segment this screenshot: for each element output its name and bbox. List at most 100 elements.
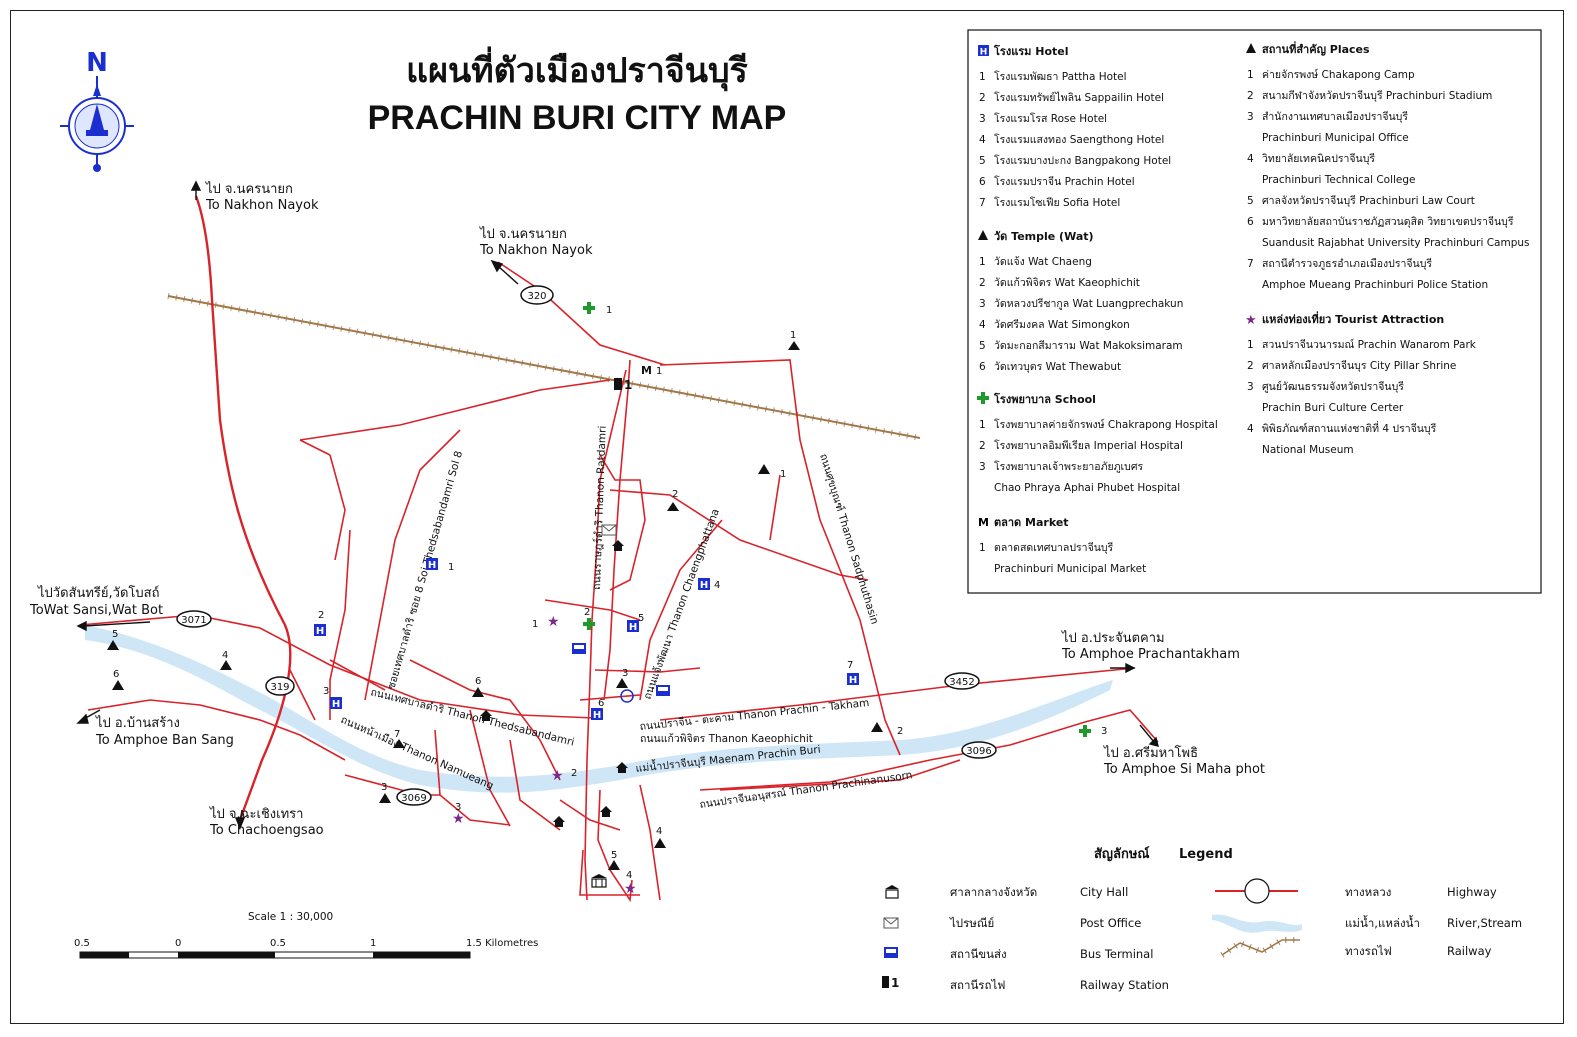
index-cross-icon [977, 392, 989, 404]
dest-nakhon-nayok-1-en: To Nakhon Nayok [205, 198, 319, 213]
svg-text:3096: 3096 [966, 746, 991, 757]
hotel-icon: H [330, 697, 342, 710]
index-item-number: 1 [979, 419, 986, 431]
compass-emblem: N [60, 48, 134, 172]
hotel-icon: H [591, 708, 603, 721]
index-item-text: โรงพยาบาลอิมพีเรียล Imperial Hospital [994, 439, 1183, 452]
index-item-text: National Museum [1262, 444, 1354, 456]
index-item-text: ศาลหลักเมืองปราจีนบุร City Pillar Shrine [1262, 359, 1456, 372]
index-item-text: โรงแรมแสงทอง Saengthong Hotel [994, 133, 1164, 146]
svg-text:ทางรถไฟ: ทางรถไฟ [1345, 944, 1392, 958]
river [85, 625, 1113, 793]
index-item-text: ค่ายจักรพงษ์ Chakapong Camp [1262, 68, 1415, 81]
index-market-icon: M [978, 516, 989, 529]
attraction-star-icon: ★ [551, 768, 564, 784]
index-item-number: 3 [979, 113, 986, 125]
attraction-star-icon: ★ [547, 614, 560, 630]
index-item-text: โรงแรมโซเฟีย Sofia Hotel [994, 196, 1120, 209]
svg-text:3: 3 [323, 686, 329, 697]
index-item-text: มหาวิทยาลัยสถาบันราชภัฏสวนดุสิต วิทยาเขต… [1262, 215, 1514, 228]
highway-320 [497, 261, 666, 366]
svg-text:1.5 Kilometres: 1.5 Kilometres [466, 938, 538, 949]
svg-text:ไปรษณีย์: ไปรษณีย์ [949, 916, 994, 930]
north-label: N [86, 48, 108, 78]
index-item-text: วัดมะกอกสีมาราม Wat Makoksimaram [994, 339, 1183, 352]
route-3096-shield: 3096 [961, 741, 997, 759]
index-item-text: Suandusit Rajabhat University Prachinbur… [1262, 237, 1530, 249]
svg-text:สัญลักษณ์: สัญลักษณ์ [1094, 846, 1149, 862]
place-icon [871, 722, 883, 732]
map-title: แผนที่ตัวเมืองปราจีนบุรี PRACHIN BURI CI… [368, 46, 787, 137]
temple-icon [220, 660, 232, 670]
highway-3096 [699, 709, 1159, 791]
dest-chachoengsao-thai: ไป จ.ฉะเชิงเทรา [209, 806, 303, 822]
svg-text:1: 1 [370, 938, 376, 949]
title-english: PRACHIN BURI CITY MAP [368, 99, 787, 137]
index-item-text: ศูนย์วัฒนธรรมจังหวัดปราจีนบุรี [1262, 380, 1404, 393]
route-3071-shield: 3071 [176, 610, 212, 628]
svg-text:Highway: Highway [1447, 885, 1497, 899]
bus-terminal-icon [572, 643, 586, 654]
dest-wat-sansi-thai: ไปวัดสันทรีย์,วัดโบสถ์ [37, 585, 159, 601]
svg-text:สถานีรถไฟ: สถานีรถไฟ [950, 978, 1005, 992]
index-item-text: Prachinburi Technical College [1262, 174, 1416, 186]
index-section-header: แหล่งท่องเที่ยว Tourist Attraction [1262, 311, 1444, 326]
index-item-number: 3 [979, 298, 986, 310]
index-item-text: วัดแจ้ง Wat Chaeng [994, 256, 1092, 268]
index-item-number: 7 [1247, 258, 1254, 270]
index-item-text: สถานีตำรวจภูธรอำเภอเมืองปราจีนบุรี [1262, 257, 1432, 270]
attraction-star-icon: ★ [452, 811, 465, 827]
svg-text:319: 319 [270, 682, 289, 693]
road-label-ratdamri: ถนนราษฎร์ดำริ Thanon Ratdamri [590, 425, 609, 590]
svg-text:6: 6 [598, 698, 604, 709]
index-item-text: Prachin Buri Culture Certer [1262, 402, 1404, 414]
hotel-icon: H [314, 624, 326, 637]
railway-line [167, 293, 921, 441]
svg-text:0.5: 0.5 [270, 938, 286, 949]
index-item-number: 5 [1247, 195, 1254, 207]
svg-text:1: 1 [532, 619, 538, 630]
svg-text:River,Stream: River,Stream [1447, 916, 1522, 930]
index-item-text: วัดเทวบุตร Wat Thewabut [994, 361, 1121, 373]
svg-text:แม่น้ำ,แหล่งน้ำ: แม่น้ำ,แหล่งน้ำ [1345, 915, 1420, 930]
highway-319 [194, 195, 292, 821]
svg-text:Legend: Legend [1179, 847, 1233, 862]
marker-numbers: 1 1 1 1 2 1 4 1 2 5 2 5 4 6 6 3 3 6 7 2 … [112, 305, 1107, 881]
place-icon [472, 687, 484, 697]
legend-post-office-icon [883, 917, 899, 929]
index-item-number: 1 [1247, 339, 1254, 351]
place-icon [788, 341, 800, 350]
index-section-header: วัด Temple (Wat) [994, 230, 1094, 243]
index-item-number: 3 [979, 461, 986, 473]
index-item-text: สำนักงานเทศบาลเมืองปราจีนบุรี [1262, 110, 1408, 123]
svg-text:2: 2 [584, 607, 590, 618]
legend-city-hall-icon [885, 885, 899, 899]
index-item-text: Chao Phraya Aphai Phubet Hospital [994, 482, 1180, 494]
index-item-number: 2 [979, 277, 986, 289]
svg-text:3: 3 [455, 802, 461, 813]
svg-text:6: 6 [113, 669, 119, 680]
index-item-number: 6 [979, 361, 986, 373]
building-icon [480, 540, 628, 827]
svg-text:2: 2 [672, 489, 678, 500]
dest-ban-sang-thai: ไป อ.บ้านสร้าง [95, 715, 180, 731]
place-icon [393, 739, 405, 748]
svg-text:1: 1 [624, 378, 632, 392]
svg-text:H: H [428, 560, 436, 571]
legend-river-icon [1212, 914, 1302, 933]
market-icon: M [641, 364, 652, 377]
place-icon [758, 464, 770, 474]
index-item-number: 4 [1247, 153, 1254, 165]
index-item-text: วิทยาลัยเทคนิคปราจีนบุรี [1262, 152, 1375, 165]
temple-icon [112, 680, 124, 690]
index-triangle-icon [978, 230, 988, 240]
index-item-text: สนามกีฬาจังหวัดปราจีนบุรี Prachinburi St… [1262, 89, 1492, 102]
dest-wat-sansi-en: ToWat Sansi,Wat Bot [29, 603, 163, 618]
svg-text:1: 1 [790, 330, 796, 341]
dest-prachantakham-en: To Amphoe Prachantakham [1061, 647, 1240, 662]
hospital-icon [583, 302, 595, 314]
index-item-text: Prachinburi Municipal Market [994, 563, 1146, 575]
svg-text:1: 1 [656, 366, 662, 377]
